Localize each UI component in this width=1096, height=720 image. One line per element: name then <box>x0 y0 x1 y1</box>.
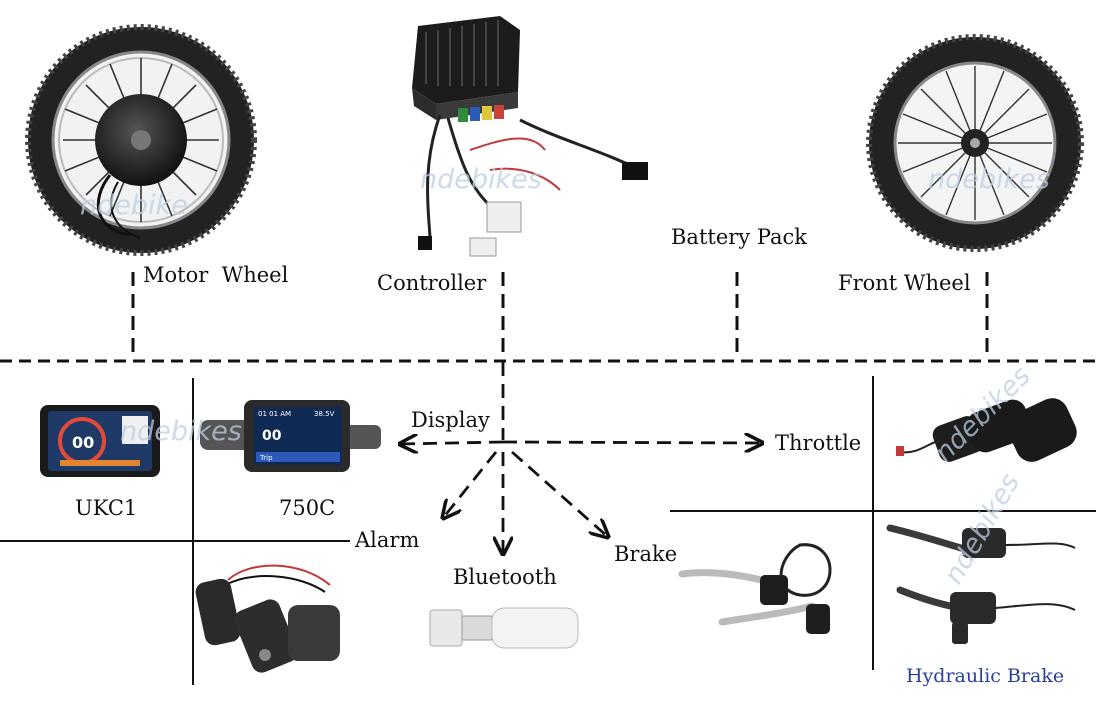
watermark-motor-wheel: ndebike <box>80 190 188 221</box>
c750-speed-readout: 00 <box>262 428 282 444</box>
controller-label: Controller <box>377 271 487 295</box>
throttle-image <box>896 398 1077 462</box>
brake-lever-image <box>678 543 832 634</box>
motor-wheel-label: Motor Wheel <box>143 263 289 287</box>
motor-wheel-image <box>25 24 257 256</box>
watermark-display: ndebikes <box>120 416 242 447</box>
watermark-front-wheel: ndebikes <box>928 164 1050 195</box>
brake-label: Brake <box>614 542 678 566</box>
arrow-to-alarm <box>443 451 498 518</box>
c750-time-readout: 01 01 AM <box>258 410 291 418</box>
c750-display-image: 01 01 AM 38.5V 00 Trip <box>200 400 381 472</box>
front-wheel-image <box>866 34 1084 252</box>
watermark-controller: ndebikes <box>420 164 542 195</box>
ukc1-speed-readout: 00 <box>72 433 94 452</box>
arrow-to-display <box>400 442 504 444</box>
alarm-image <box>195 564 340 673</box>
arrow-to-brake <box>511 450 608 537</box>
ukc1-display-image: 00 <box>40 405 160 477</box>
front-wheel-label: Front Wheel <box>838 271 971 295</box>
bluetooth-dongle-image <box>429 607 579 649</box>
ukc1-label: UKC1 <box>75 496 138 520</box>
display-label: Display <box>411 408 490 432</box>
throttle-label: Throttle <box>775 431 862 455</box>
c750-mode-readout: Trip <box>259 454 273 462</box>
hydraulic-brake-label: Hydraulic Brake <box>906 665 1065 687</box>
alarm-label: Alarm <box>355 528 420 552</box>
bluetooth-label: Bluetooth <box>453 565 557 589</box>
controller-image <box>412 16 648 257</box>
c750-label: 750C <box>279 496 336 520</box>
battery-pack-label: Battery Pack <box>671 225 808 249</box>
arrow-to-throttle <box>502 442 762 443</box>
hydraulic-brake-image <box>886 524 1076 644</box>
c750-voltage-readout: 38.5V <box>314 410 335 418</box>
